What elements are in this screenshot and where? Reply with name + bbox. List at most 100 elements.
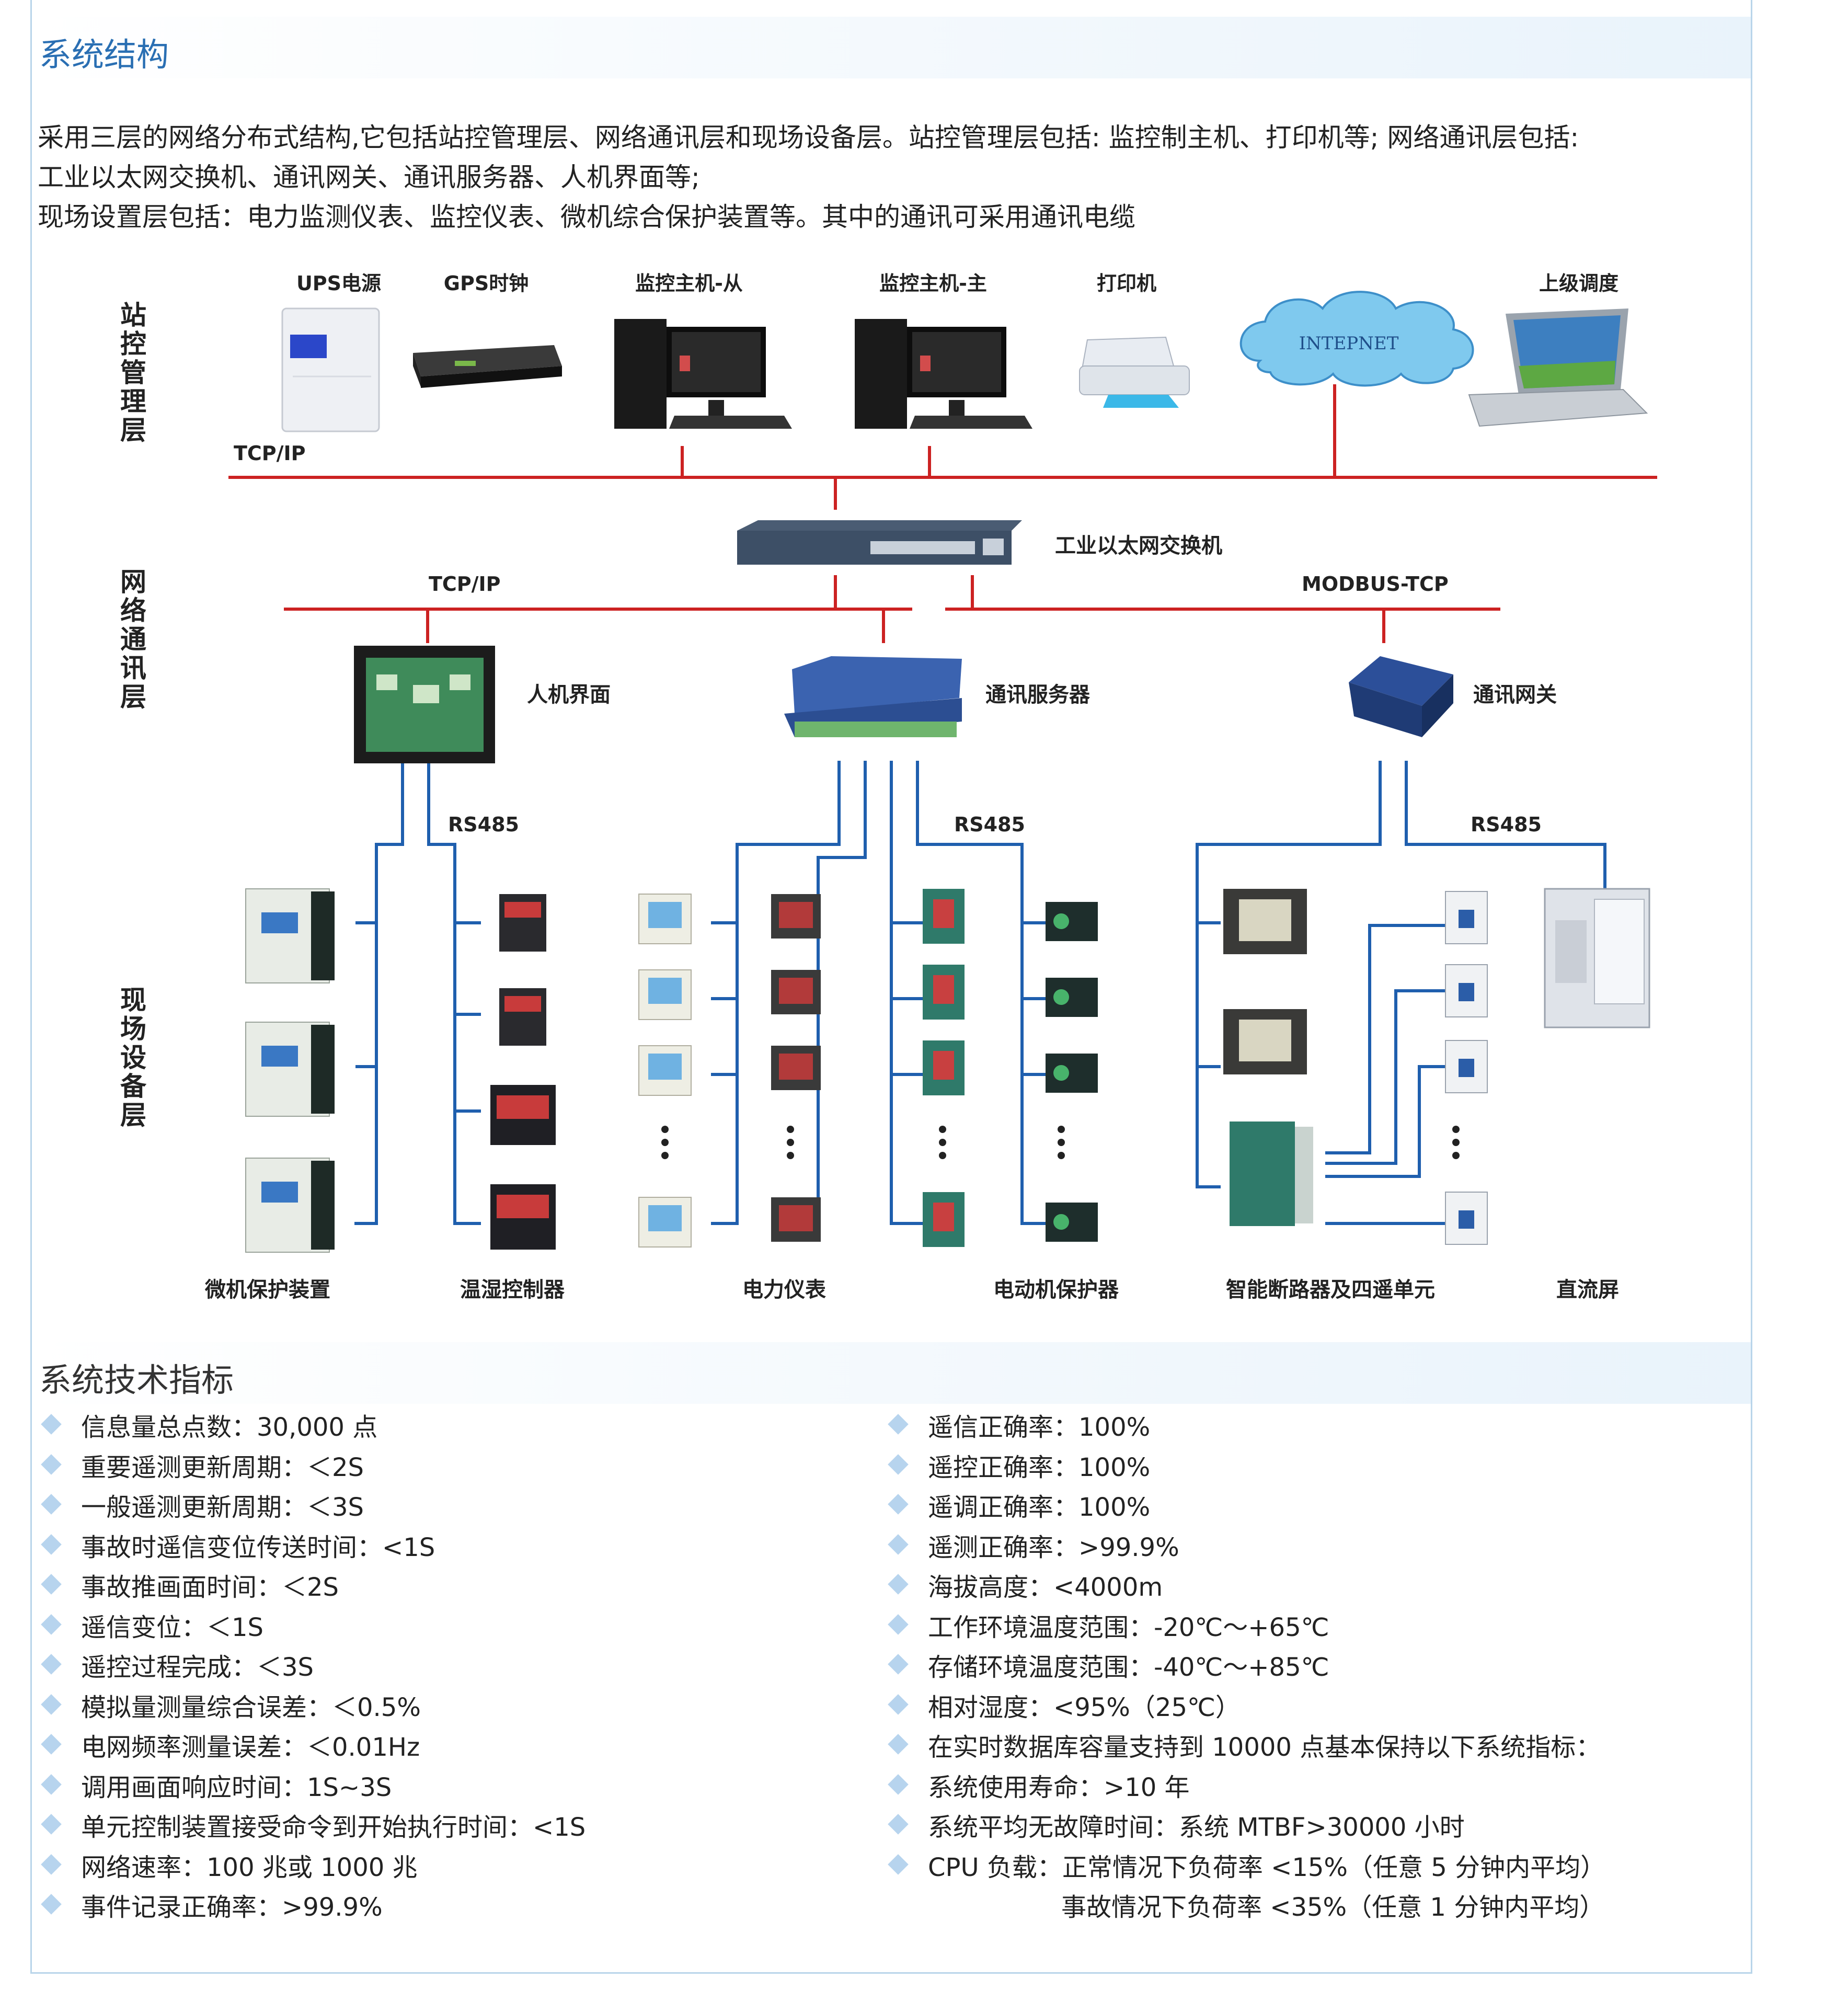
power-meter-icon — [638, 1197, 692, 1248]
motor-protector-icon — [1046, 978, 1098, 1017]
power-meter-icon — [638, 894, 692, 944]
layer-char: 管 — [120, 358, 146, 388]
spec-item-left: 单元控制装置接受命令到开始执行时间：<1S — [81, 1813, 586, 1842]
power-meter-icon — [771, 894, 821, 939]
category-label: 温湿控制器 — [460, 1278, 565, 1302]
motor-protector-icon — [1046, 902, 1098, 941]
gps-clock-icon — [413, 345, 562, 388]
layer-char: 现 — [120, 985, 146, 1015]
temp-humidity-controller-icon — [499, 894, 546, 952]
temp-humidity-controller-icon — [490, 1085, 556, 1145]
power-meter-icon — [771, 1197, 821, 1242]
internet-cloud-icon: INTEPNET — [1239, 291, 1474, 387]
spec-item-right: CPU 负载：正常情况下负荷率 <15%（任意 5 分钟内平均） — [928, 1852, 1606, 1882]
layer-char: 通 — [120, 624, 146, 655]
rs485-wiring — [354, 761, 1606, 1225]
spec-item-left: 调用画面响应时间：1S~3S — [81, 1772, 392, 1802]
category-label: 微机保护装置 — [204, 1278, 330, 1302]
power-meter-icon — [638, 1045, 692, 1096]
protocol-tcpip-mid: TCP/IP — [429, 573, 501, 596]
layer-char: 备 — [120, 1071, 147, 1102]
spec-item-right: 遥测正确率：>99.9% — [928, 1532, 1179, 1562]
ethernet-bus-mid — [284, 575, 1500, 643]
protection-relay-icon — [245, 888, 335, 983]
comm-gateway-icon — [1349, 656, 1453, 737]
layer-label-field: 现 场 设 备 层 — [120, 985, 147, 1130]
layer-char: 层 — [120, 1100, 146, 1130]
ethernet-bus-top — [228, 384, 1657, 510]
section-header-specs: 系统技术指标 — [32, 1342, 1751, 1404]
spec-item-right: 系统平均无故障时间：系统 MTBF>30000 小时 — [928, 1813, 1465, 1842]
intro-line-3: 现场设置层包括：电力监测仪表、监控仪表、微机综合保护装置等。其中的通讯可采用通讯… — [38, 202, 1135, 232]
power-meter-icon — [923, 1040, 965, 1095]
mini-breaker-icon — [1445, 1192, 1488, 1245]
protocol-rs485-2: RS485 — [954, 813, 1025, 836]
section-title: 系统技术指标 — [39, 1361, 234, 1399]
label-printer: 打印机 — [1097, 272, 1156, 295]
power-meter-icon — [923, 965, 965, 1020]
layer-char: 层 — [120, 415, 146, 445]
comm-server-icon — [784, 656, 962, 737]
laptop-icon — [1468, 308, 1648, 427]
ellipsis-dots — [661, 1126, 1460, 1159]
spec-item-left: 重要遥测更新周期：＜2S — [81, 1452, 364, 1482]
mini-breaker-icon — [1445, 1040, 1488, 1093]
spec-item-left: 遥信变位：＜1S — [81, 1612, 264, 1642]
spec-item-right: 遥调正确率：100% — [928, 1493, 1151, 1522]
mini-breaker-icon — [1445, 891, 1488, 944]
spec-item-left: 一般遥测更新周期：＜3S — [81, 1493, 364, 1522]
protocol-rs485-1: RS485 — [448, 813, 519, 836]
label-hmi: 人机界面 — [527, 683, 611, 707]
spec-item-right: 相对湿度：<95%（25℃） — [928, 1692, 1241, 1722]
power-meter-icon — [771, 970, 821, 1014]
spec-item-right-extra: 事故情况下负荷率 <35%（任意 1 分钟内平均） — [1061, 1893, 1605, 1922]
smart-breaker-icon — [1223, 889, 1307, 954]
layer-char: 理 — [120, 386, 146, 417]
section-title: 系统结构 — [39, 36, 169, 74]
host-slave-icon — [614, 319, 792, 429]
printer-icon — [1079, 336, 1190, 408]
spec-item-left: 遥控过程完成：＜3S — [81, 1653, 314, 1682]
layer-char: 站 — [120, 300, 146, 330]
protocol-tcpip-top: TCP/IP — [234, 442, 306, 465]
layer-char: 设 — [120, 1043, 146, 1073]
layer-label-network: 网 络 通 讯 层 — [120, 567, 146, 712]
label-switch: 工业以太网交换机 — [1055, 534, 1222, 558]
layer-char: 场 — [120, 1014, 146, 1044]
spec-item-right: 系统使用寿命：>10 年 — [928, 1772, 1190, 1802]
spec-item-left: 网络速率：100 兆或 1000 兆 — [81, 1852, 418, 1882]
layer-char: 讯 — [120, 653, 146, 683]
label-upper: 上级调度 — [1539, 272, 1619, 295]
section-header-structure: 系统结构 — [32, 17, 1751, 78]
power-meter-icon — [638, 969, 692, 1020]
intro-paragraph: 采用三层的网络分布式结构,它包括站控管理层、网络通讯层和现场设备层。站控管理层包… — [38, 118, 1747, 237]
spec-item-left: 电网频率测量误差：＜0.01Hz — [81, 1733, 420, 1762]
power-meter-icon — [771, 1046, 821, 1090]
category-label: 电动机保护器 — [993, 1278, 1119, 1302]
spec-item-right: 工作环境温度范围：-20℃～+65℃ — [928, 1612, 1329, 1642]
power-meter-icon — [923, 1192, 965, 1247]
page-frame — [30, 0, 1752, 1974]
intro-line-1: 采用三层的网络分布式结构,它包括站控管理层、网络通讯层和现场设备层。站控管理层包… — [38, 122, 1579, 153]
intro-line-2: 工业以太网交换机、通讯网关、通讯服务器、人机界面等; — [38, 162, 700, 192]
temp-humidity-controller-icon — [490, 1184, 556, 1250]
spec-item-left: 信息量总点数：30,000 点 — [81, 1413, 378, 1442]
spec-item-left: 事故时遥信变位传送时间：<1S — [81, 1532, 435, 1562]
cloud-label: INTEPNET — [1299, 333, 1399, 354]
label-host-slave: 监控主机-从 — [635, 272, 743, 295]
layer-char: 网 — [120, 567, 146, 597]
spec-item-right: 在实时数据库容量支持到 10000 点基本保持以下系统指标： — [928, 1733, 1601, 1762]
spec-item-right: 遥信正确率：100% — [928, 1413, 1151, 1442]
spec-item-left: 模拟量测量综合误差：＜0.5% — [81, 1692, 421, 1722]
power-meter-icon — [923, 889, 965, 944]
temp-humidity-controller-icon — [499, 988, 546, 1046]
protection-relay-icon — [245, 1022, 335, 1117]
motor-protector-icon — [1046, 1203, 1098, 1242]
four-remote-unit-icon — [1230, 1122, 1313, 1226]
ups-icon — [281, 307, 380, 432]
spec-item-left: 事故推画面时间：＜2S — [81, 1573, 339, 1602]
ethernet-switch-icon — [737, 520, 1022, 565]
category-label: 智能断路器及四遥单元 — [1226, 1278, 1435, 1302]
layer-char: 控 — [120, 329, 146, 359]
